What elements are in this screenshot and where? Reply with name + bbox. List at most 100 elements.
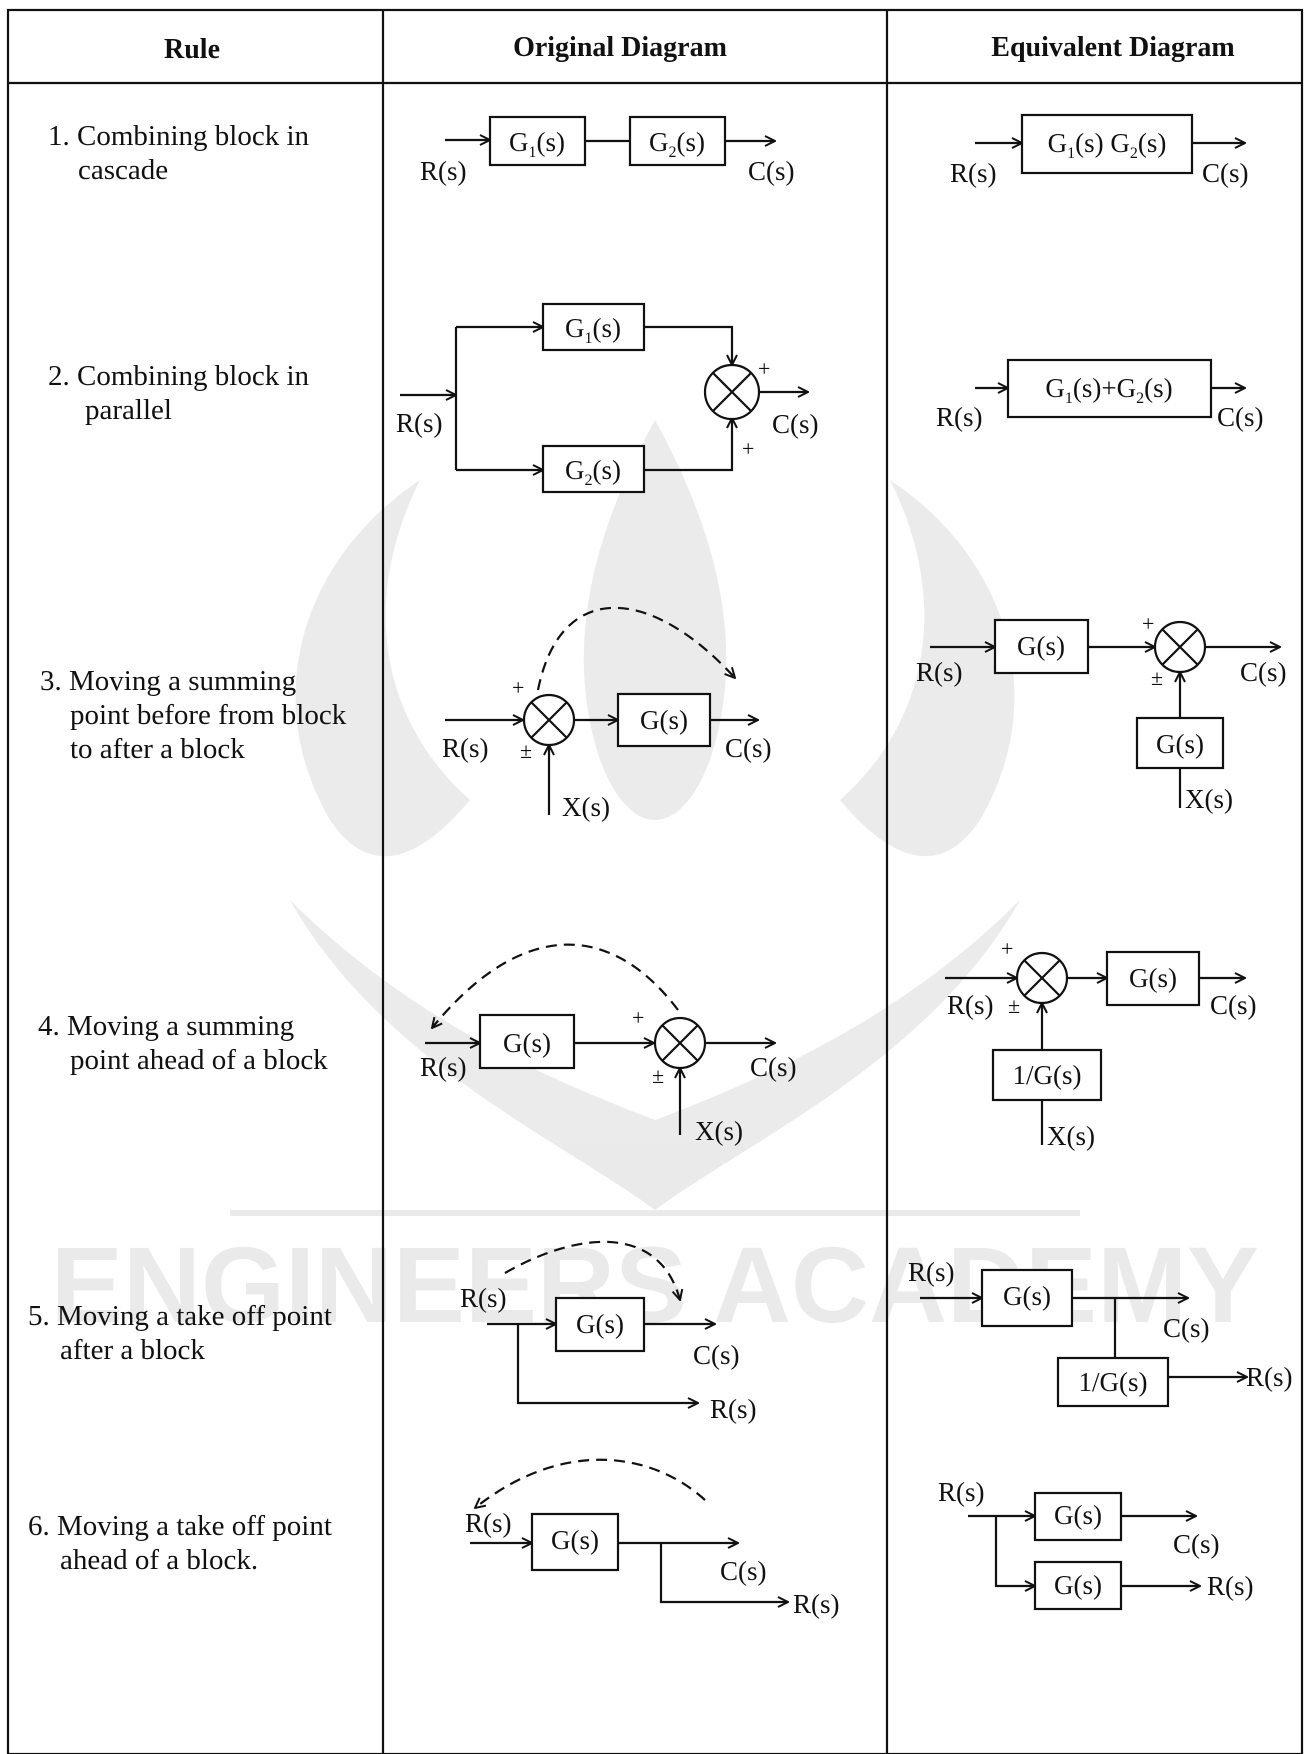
move-indicator-arrow — [432, 943, 679, 1028]
sign-plus-minus: ± — [1151, 665, 1163, 690]
rule-3-equivalent-diagram: G(s) G(s) + ± R(s) C(s) X(s) — [916, 611, 1287, 814]
block-g1 — [488, 115, 587, 167]
feedback-block-1-over-g — [991, 1048, 1103, 1102]
output-label: C(s) — [750, 1052, 797, 1082]
watermark: ENGINEERS ACADEMY — [51, 420, 1259, 1345]
output-label: C(s) — [1217, 402, 1264, 432]
summing-cross-b — [661, 1024, 699, 1062]
input-label: R(s) — [947, 990, 994, 1020]
lower-to-sum-arrow — [644, 418, 732, 472]
block-g1 — [541, 302, 646, 352]
input-label: R(s) — [916, 657, 963, 687]
branch-block-g — [1033, 1560, 1123, 1611]
move-indicator-arrow — [475, 1458, 706, 1508]
block-g1-g2 — [1020, 113, 1194, 175]
rule-6-original-diagram: G(s) R(s) C(s) R(s) — [465, 1458, 840, 1619]
takeoff-branch-arrow — [659, 1543, 788, 1602]
block-g — [530, 1512, 620, 1572]
output-label: C(s) — [1202, 158, 1249, 188]
takeoff-label: R(s) — [793, 1589, 840, 1619]
input-label: R(s) — [460, 1283, 507, 1313]
rule-4-original-diagram: G(s) + ± R(s) C(s) X(s) — [420, 943, 797, 1146]
disturbance-label: X(s) — [562, 792, 610, 822]
output-label: C(s) — [1163, 1313, 1210, 1343]
sign-plus: + — [1001, 936, 1013, 961]
takeoff-label: R(s) — [1246, 1362, 1293, 1392]
disturbance-label: X(s) — [695, 1116, 743, 1146]
feedback-block-1-over-g-label: 1/G(s) — [1013, 1060, 1082, 1090]
block-g-label: G(s) — [1129, 963, 1177, 993]
sign-plus: + — [632, 1005, 644, 1030]
rule-3-original-diagram: G(s) + ± R(s) C(s) X(s) — [442, 606, 772, 822]
rule-1-original-diagram: G1(s) G2(s) R(s) C(s) — [420, 115, 795, 186]
block-g — [993, 618, 1090, 675]
rule-2-original-diagram: G1(s) G2(s) + + R(s) C(s) — [396, 302, 819, 494]
rule-4-equivalent-diagram: G(s) 1/G(s) + ± R(s) C(s) X(s) — [945, 936, 1257, 1151]
input-label: R(s) — [950, 158, 997, 188]
block-g-label: G(s) — [551, 1525, 599, 1555]
summing-cross-b — [1161, 628, 1199, 666]
watermark-emblem-right — [840, 480, 1015, 857]
summing-cross-b — [712, 372, 752, 412]
rule-1-equivalent-diagram: G1(s) G2(s) R(s) C(s) — [950, 113, 1249, 188]
block-g2-label: G2(s) — [565, 455, 621, 489]
summing-cross-b — [530, 701, 568, 739]
disturbance-label: X(s) — [1185, 784, 1233, 814]
table-border — [6, 8, 1304, 1754]
block-g — [980, 1268, 1074, 1328]
block-g-upper — [1033, 1491, 1123, 1542]
header-original-diagram: Original Diagram — [513, 32, 727, 63]
disturbance-label: X(s) — [1047, 1121, 1095, 1151]
watermark-rule — [230, 1210, 1080, 1216]
block-g2-label: G2(s) — [649, 127, 705, 161]
input-label: R(s) — [420, 156, 467, 186]
takeoff-branch-arrow — [994, 1516, 1035, 1586]
output-label: C(s) — [693, 1340, 740, 1370]
table-grid — [6, 8, 1304, 1754]
input-label: R(s) — [938, 1477, 985, 1507]
input-label: R(s) — [465, 1508, 512, 1538]
upper-to-sum-arrow — [644, 325, 732, 365]
output-label: C(s) — [1173, 1529, 1220, 1559]
block-g-upper-label: G(s) — [1054, 1500, 1102, 1530]
sign-plus: + — [1142, 611, 1154, 636]
input-label: R(s) — [396, 408, 443, 438]
summing-cross-b — [1023, 959, 1061, 997]
output-label: C(s) — [720, 1556, 767, 1586]
rule-2-equivalent-diagram: G1(s)+G2(s) R(s) C(s) — [936, 358, 1264, 432]
input-label: R(s) — [908, 1257, 955, 1287]
output-label: C(s) — [725, 733, 772, 763]
block-g1-g2-label: G1(s) G2(s) — [1048, 128, 1167, 162]
move-indicator-arrow — [504, 1240, 680, 1300]
block-g1-plus-g2-label: G1(s)+G2(s) — [1045, 373, 1172, 407]
output-label: C(s) — [1240, 657, 1287, 687]
sign-plus-minus: ± — [520, 738, 532, 763]
output-label: C(s) — [748, 156, 795, 186]
header-equivalent-diagram: Equivalent Diagram — [991, 32, 1234, 63]
feedback-block-g-label: G(s) — [1156, 729, 1204, 759]
block-g-label: G(s) — [1017, 631, 1065, 661]
rule-5-original-diagram: G(s) R(s) C(s) R(s) — [460, 1240, 757, 1424]
block-g — [554, 1296, 646, 1353]
input-label: R(s) — [442, 733, 489, 763]
block-g — [1105, 950, 1201, 1007]
block-g-label: G(s) — [640, 705, 688, 735]
output-label: C(s) — [772, 409, 819, 439]
input-label: R(s) — [936, 402, 983, 432]
branch-block-1-over-g-label: 1/G(s) — [1079, 1367, 1148, 1397]
block-g1-label: G1(s) — [565, 313, 621, 347]
input-label: R(s) — [420, 1052, 467, 1082]
block-g1-label: G1(s) — [509, 127, 565, 161]
block-g2 — [628, 115, 727, 167]
output-label: C(s) — [1210, 990, 1257, 1020]
takeoff-branch-arrow — [516, 1324, 698, 1403]
sign-plus-minus: ± — [1008, 993, 1020, 1018]
block-g-label: G(s) — [576, 1309, 624, 1339]
rule-6-equivalent-diagram: G(s) G(s) R(s) C(s) R(s) — [938, 1477, 1254, 1611]
block-g-label: G(s) — [503, 1028, 551, 1058]
